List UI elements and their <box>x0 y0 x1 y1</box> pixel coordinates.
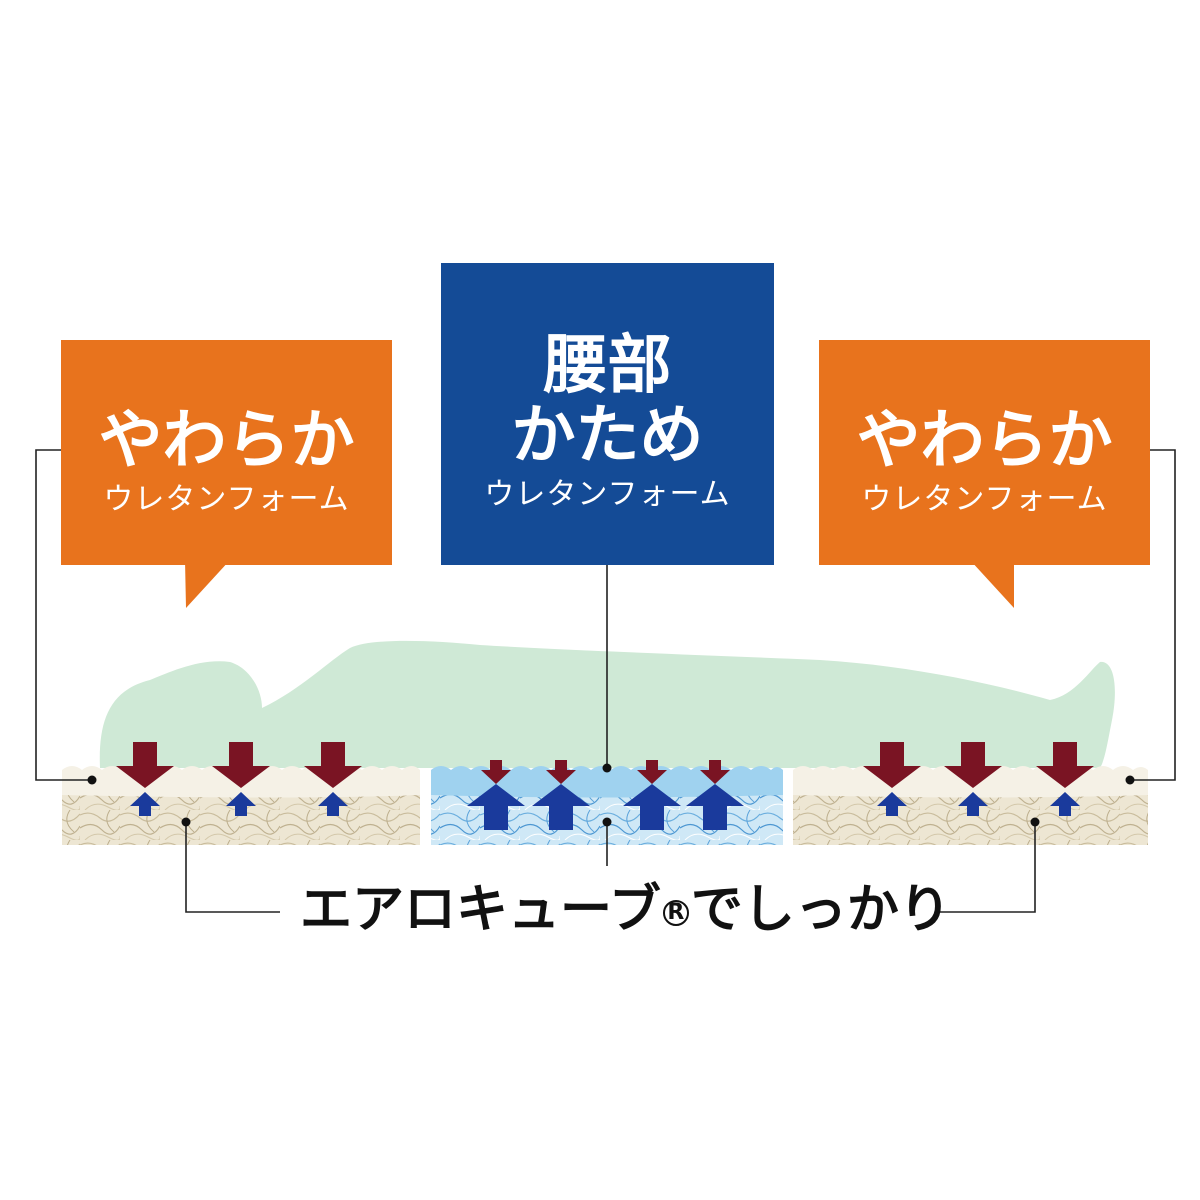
right-cube-leader <box>938 822 1036 913</box>
right-down-arrow <box>863 742 921 788</box>
center-up-arrow <box>467 784 525 830</box>
left-up-arrow <box>226 792 256 816</box>
right-foam-leader <box>1130 449 1176 781</box>
pressure-arrows <box>116 742 1094 830</box>
left-cube-dot <box>181 817 191 827</box>
left-foam-leader <box>35 449 92 781</box>
center-cube-dot <box>602 817 612 827</box>
registered-mark: R <box>662 900 689 926</box>
center-title-line2: かため <box>511 399 704 473</box>
right-cube-dot <box>1030 817 1040 827</box>
left-up-arrow <box>130 792 160 816</box>
left-title: やわらか <box>98 404 355 478</box>
left-down-arrow <box>212 742 270 788</box>
right-down-arrow <box>944 742 1002 788</box>
center-foam-dot <box>602 763 612 773</box>
right-title: やわらか <box>856 404 1113 478</box>
left-foam-dot <box>87 775 97 785</box>
center-up-arrow <box>532 784 590 830</box>
center-firm-foam-label: 腰部 かため ウレタンフォーム <box>441 263 774 565</box>
center-foam <box>431 766 783 798</box>
left-cube-leader <box>185 822 280 913</box>
center-subtitle: ウレタンフォーム <box>484 477 731 512</box>
center-down-arrow <box>637 760 667 784</box>
right-up-arrow <box>1050 792 1080 816</box>
center-down-arrow <box>481 760 511 784</box>
right-foam-dot <box>1125 775 1135 785</box>
leader-dots <box>87 763 1135 827</box>
right-soft-foam-label: やわらか ウレタンフォーム <box>819 340 1150 565</box>
right-up-arrow <box>958 792 988 816</box>
left-down-arrow <box>116 742 174 788</box>
caption-text: エアロキューブ <box>300 880 661 940</box>
right-subtitle: ウレタンフォーム <box>861 482 1108 517</box>
right-down-arrow <box>1036 742 1094 788</box>
right-bubble-tail <box>970 560 1014 608</box>
center-down-arrow <box>700 760 730 784</box>
center-up-arrow <box>623 784 681 830</box>
caption-suffix: でしっかり <box>690 880 951 940</box>
center-down-arrow <box>546 760 576 784</box>
right-up-arrow <box>877 792 907 816</box>
left-down-arrow <box>304 742 362 788</box>
left-subtitle: ウレタンフォーム <box>103 482 350 517</box>
leader-lines <box>35 449 1176 913</box>
center-up-arrow <box>686 784 744 830</box>
left-soft-foam-label: やわらか ウレタンフォーム <box>61 340 392 565</box>
left-bubble-tail <box>185 560 230 608</box>
center-title-line1: 腰部 <box>543 329 672 403</box>
left-up-arrow <box>318 792 348 816</box>
